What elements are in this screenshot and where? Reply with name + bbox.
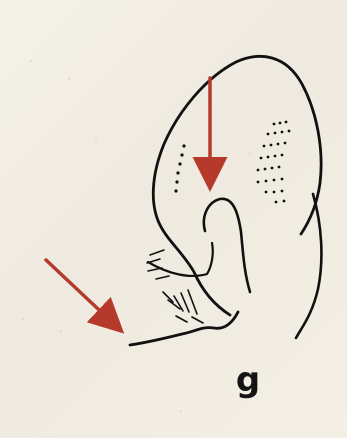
dotted-ridge-left	[174, 144, 185, 192]
ear-tragus-outline	[204, 199, 250, 292]
figure-label: g	[228, 360, 268, 400]
jaw-line	[130, 312, 238, 345]
dotted-pattern-right	[257, 121, 291, 204]
ear-helix-outline	[153, 56, 321, 315]
red-arrow-diagonal	[46, 260, 114, 324]
hatch-strokes-jaw	[163, 290, 203, 323]
ear-back-line	[296, 194, 321, 338]
